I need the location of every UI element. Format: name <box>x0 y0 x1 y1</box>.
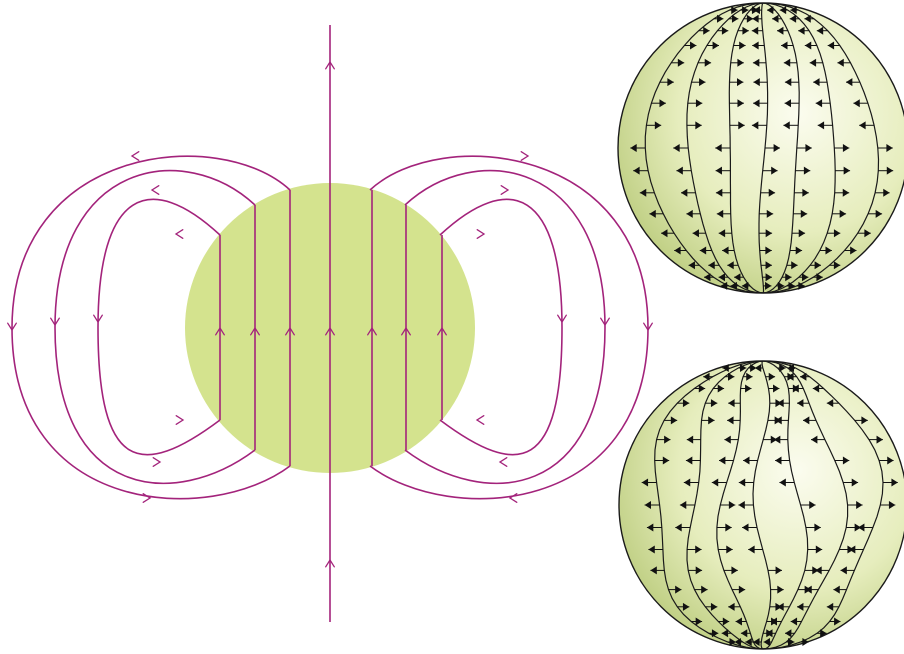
field-arrow <box>143 494 150 503</box>
field-line-diagram <box>8 25 653 622</box>
sphere-top-body <box>618 3 904 293</box>
field-arrow <box>501 186 508 195</box>
field-arrow <box>176 230 183 239</box>
field-arrow <box>153 458 160 467</box>
field-arrow <box>500 458 507 467</box>
field-arrow <box>132 152 139 161</box>
field-lines <box>12 25 648 622</box>
sphere-bottom <box>619 361 904 649</box>
field-arrow <box>477 416 484 425</box>
field-arrow <box>152 186 159 195</box>
sphere-top <box>618 3 904 293</box>
field-arrow <box>510 494 517 503</box>
field-arrow <box>176 416 183 425</box>
field-arrow <box>521 152 528 161</box>
field-arrow <box>477 230 484 239</box>
